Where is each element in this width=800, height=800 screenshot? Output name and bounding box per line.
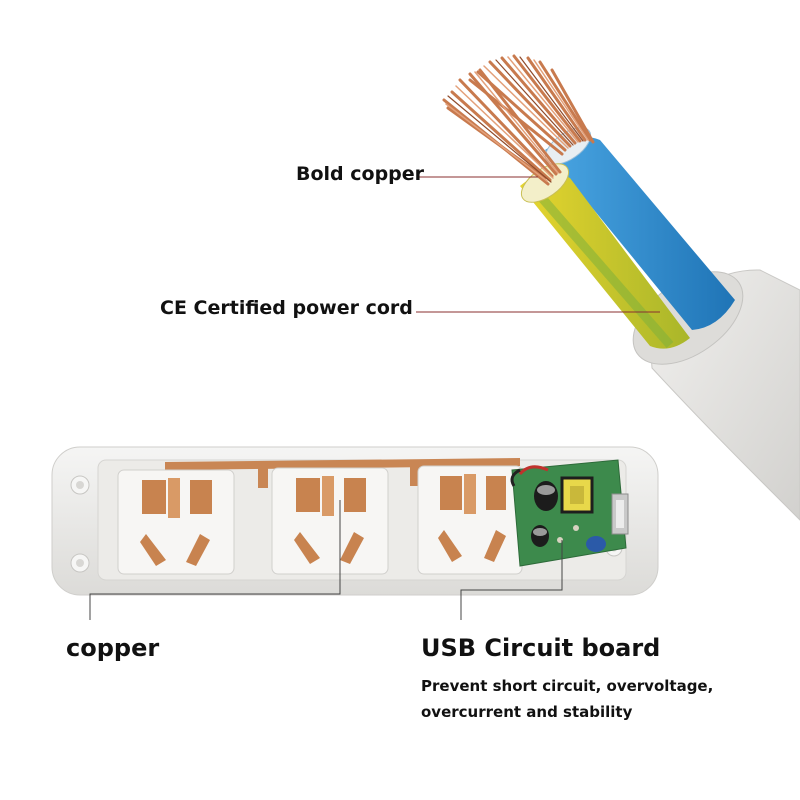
blue-capacitor-icon — [586, 536, 606, 552]
power-strip — [51, 446, 659, 596]
label-copper: copper — [66, 634, 160, 662]
usb-board-description-line-1: Prevent short circuit, overvoltage, — [421, 677, 714, 695]
socket-1 — [117, 469, 235, 575]
power-cord — [442, 54, 800, 521]
label-usb-circuit-board: USB Circuit board — [421, 634, 661, 662]
socket-3 — [417, 465, 523, 575]
leader-line-copper — [89, 500, 341, 620]
transformer-icon — [560, 476, 594, 514]
leader-line-usb-board — [460, 540, 563, 620]
copper-strands — [442, 54, 595, 186]
usb-circuit-board — [510, 459, 629, 567]
label-bold-copper: Bold copper — [296, 163, 425, 185]
usb-port-icon — [611, 493, 629, 535]
socket-2 — [271, 467, 389, 575]
capacitor-icon — [531, 481, 558, 547]
label-ce-certified-power-cord: CE Certified power cord — [160, 297, 413, 319]
usb-board-description-line-2: overcurrent and stability — [421, 703, 633, 721]
